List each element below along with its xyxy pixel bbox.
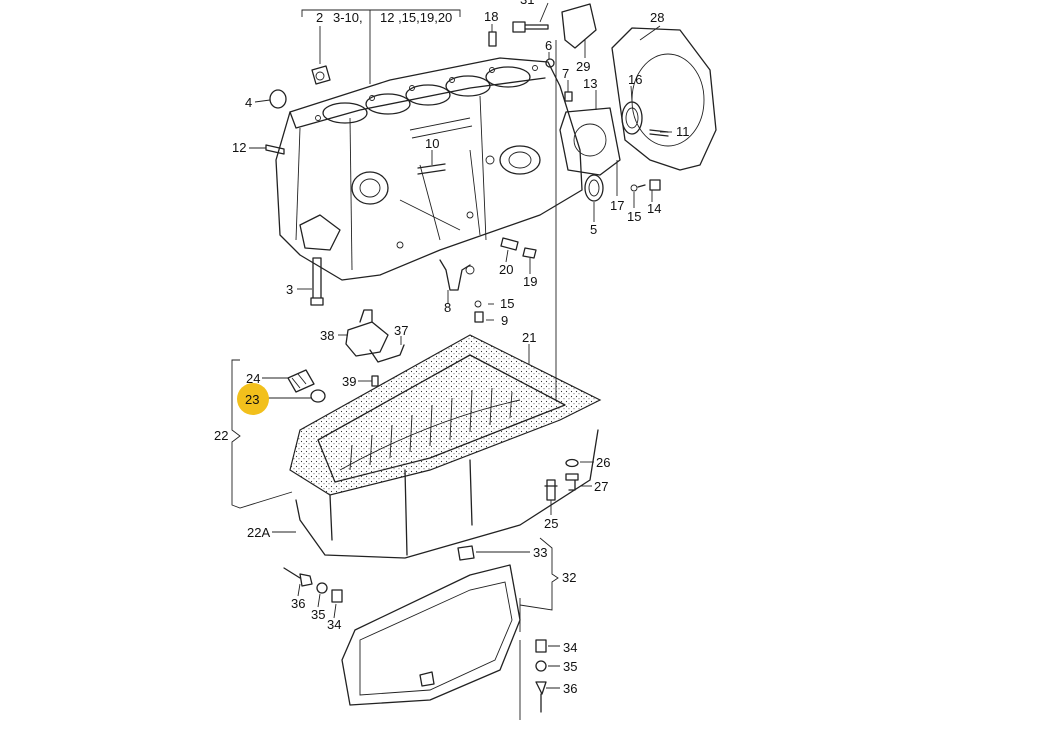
label-8: 8 (444, 300, 451, 315)
label-26: 26 (596, 455, 610, 470)
label-22: 22 (214, 428, 228, 443)
part-labels: 2 3-10, 12 ,15,19,20 18 31 6 7 29 28 13 … (214, 0, 690, 696)
label-31: 31 (520, 0, 534, 7)
label-37: 37 (394, 323, 408, 338)
label-13: 13 (583, 76, 597, 91)
label-35-left: 35 (311, 607, 325, 622)
label-24: 24 (246, 371, 260, 386)
label-34-left: 34 (327, 617, 341, 632)
highlight-marker (237, 383, 269, 415)
label-20: 20 (499, 262, 513, 277)
label-25: 25 (544, 516, 558, 531)
label-15: 15 (627, 209, 641, 224)
label-38: 38 (320, 328, 334, 343)
label-9: 9 (501, 313, 508, 328)
label-36-left: 36 (291, 596, 305, 611)
label-12-15-19-20: 12 ,15,19,20 (380, 10, 452, 25)
oil-pan (287, 334, 602, 559)
label-5: 5 (590, 222, 597, 237)
label-28: 28 (650, 10, 664, 25)
label-21: 21 (522, 330, 536, 345)
leader-lines (231, 2, 672, 720)
label-19: 19 (523, 274, 537, 289)
label-27: 27 (594, 479, 608, 494)
engine-underbody-guard (283, 545, 547, 713)
label-34-right: 34 (563, 640, 577, 655)
engine-block (275, 57, 583, 281)
label-18: 18 (484, 9, 498, 24)
label-29: 29 (576, 59, 590, 74)
label-7: 7 (562, 66, 569, 81)
label-10: 10 (425, 136, 439, 151)
label-17: 17 (610, 198, 624, 213)
label-22a: 22A (247, 525, 270, 540)
label-33: 33 (533, 545, 547, 560)
label-39: 39 (342, 374, 356, 389)
label-11: 11 (676, 124, 690, 139)
label-3: 3 (286, 282, 293, 297)
label-3-10: 3-10, (333, 10, 363, 25)
label-16: 16 (628, 72, 642, 87)
label-36-right: 36 (563, 681, 577, 696)
label-14: 14 (647, 201, 661, 216)
label-12: 12 (232, 140, 246, 155)
label-35-right: 35 (563, 659, 577, 674)
label-15-lower: 15 (500, 296, 514, 311)
label-6: 6 (545, 38, 552, 53)
label-2: 2 (316, 10, 323, 25)
label-23: 23 (245, 392, 259, 407)
label-32: 32 (562, 570, 576, 585)
label-4: 4 (245, 95, 252, 110)
